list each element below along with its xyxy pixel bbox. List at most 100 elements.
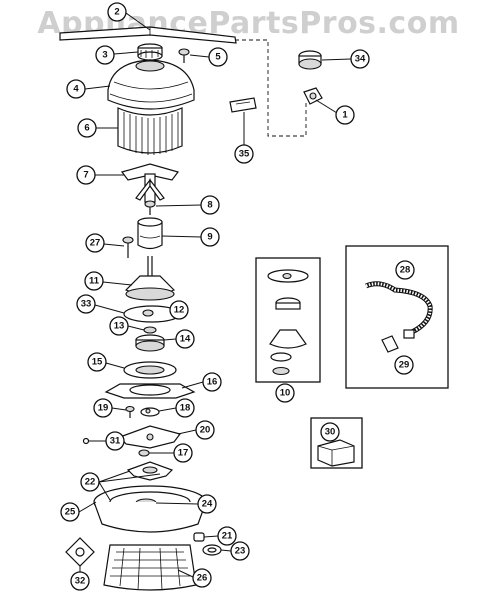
part-spray-arm [59, 26, 237, 44]
callout-label: 4 [73, 84, 79, 95]
kit-10-parts [267, 269, 309, 376]
callout-c18[interactable]: 18 [175, 398, 195, 418]
callout-c22[interactable]: 22 [80, 472, 100, 492]
callout-c15[interactable]: 15 [87, 352, 107, 372]
part-pump-housing [124, 256, 176, 301]
callout-label: 25 [65, 507, 76, 518]
callout-label: 6 [84, 123, 89, 134]
callout-label: 11 [89, 276, 100, 287]
part-screw-19 [125, 405, 135, 418]
part-float-switch-1 [303, 87, 323, 105]
callout-label: 12 [174, 305, 185, 316]
callout-c21[interactable]: 21 [217, 526, 237, 546]
callout-c3[interactable]: 3 [95, 45, 115, 65]
callout-c27[interactable]: 27 [85, 233, 105, 253]
part-filter-screen [117, 107, 183, 155]
callout-c23[interactable]: 23 [230, 541, 250, 561]
part-junction-box [317, 439, 355, 467]
callout-label: 23 [235, 546, 246, 557]
part-gasket-plate [118, 425, 182, 449]
part-motor-base [93, 485, 207, 533]
callout-c16[interactable]: 16 [202, 372, 222, 392]
part-cap-17 [138, 449, 150, 457]
part-bolt [122, 236, 134, 258]
kit-box-30 [310, 417, 363, 469]
callout-c25[interactable]: 25 [60, 502, 80, 522]
callout-c2[interactable]: 2 [107, 2, 127, 22]
part-seal-21 [193, 532, 205, 542]
callout-label: 20 [200, 425, 211, 436]
callout-c11[interactable]: 11 [84, 271, 104, 291]
callout-label: 27 [90, 238, 101, 249]
callout-label: 17 [178, 448, 189, 459]
part-motor [103, 544, 197, 591]
callout-c19[interactable]: 19 [93, 398, 113, 418]
callout-label: 1 [342, 110, 348, 121]
callout-label: 5 [215, 52, 221, 63]
callout-label: 7 [83, 170, 88, 181]
callout-label: 15 [92, 357, 103, 368]
callout-c35[interactable]: 35 [234, 144, 254, 164]
part-cover [107, 59, 195, 110]
part-seal [135, 326, 165, 352]
callout-label: 34 [355, 54, 366, 65]
callout-label: 26 [197, 573, 208, 584]
part-lower-housing [104, 361, 196, 399]
part-nut [137, 43, 163, 61]
callout-c10[interactable]: 10 [275, 383, 295, 403]
callout-c24[interactable]: 24 [197, 494, 217, 514]
callout-label: 10 [280, 388, 291, 399]
callout-c30[interactable]: 30 [320, 422, 340, 442]
callout-c34[interactable]: 34 [350, 49, 370, 69]
part-filter-cartridge [137, 217, 163, 250]
callout-c12[interactable]: 12 [169, 300, 189, 320]
part-gasket-32 [65, 537, 95, 567]
callout-c17[interactable]: 17 [173, 443, 193, 463]
part-screw-5 [178, 48, 190, 63]
part-clip-18 [140, 407, 160, 417]
callout-label: 24 [202, 499, 213, 510]
callout-label: 14 [180, 334, 191, 345]
callout-c28[interactable]: 28 [395, 260, 415, 280]
callout-label: 35 [239, 149, 250, 160]
part-float-34 [298, 50, 322, 70]
callout-c29[interactable]: 29 [394, 355, 414, 375]
callout-label: 21 [222, 531, 233, 542]
part-coupling [126, 461, 174, 481]
callout-c8[interactable]: 8 [200, 195, 220, 215]
callout-c1[interactable]: 1 [335, 105, 355, 125]
part-drawings [59, 26, 449, 591]
callout-label: 32 [75, 576, 86, 587]
callout-label: 3 [102, 50, 107, 61]
kit-box-hose [345, 245, 449, 389]
callout-c31[interactable]: 31 [105, 431, 125, 451]
callout-c9[interactable]: 9 [200, 227, 220, 247]
kit-box-10 [255, 257, 321, 383]
callout-label: 16 [207, 377, 218, 388]
callout-label: 19 [98, 403, 109, 414]
callout-c20[interactable]: 20 [195, 420, 215, 440]
callout-c5[interactable]: 5 [208, 47, 228, 67]
part-drain-hose [365, 281, 433, 353]
callout-label: 18 [180, 403, 191, 414]
callout-label: 29 [399, 360, 410, 371]
callout-label: 13 [114, 321, 125, 332]
callout-c14[interactable]: 14 [175, 329, 195, 349]
part-bracket-35 [229, 97, 257, 113]
part-grommet-23 [202, 544, 222, 556]
callout-c33[interactable]: 33 [76, 294, 96, 314]
callout-label: 31 [110, 436, 121, 447]
callout-c13[interactable]: 13 [109, 316, 129, 336]
part-ball-31 [82, 437, 90, 445]
part-impeller [120, 163, 180, 203]
callout-c6[interactable]: 6 [77, 118, 97, 138]
leader-lines [78, 12, 352, 578]
callout-label: 22 [85, 477, 96, 488]
callout-c26[interactable]: 26 [192, 568, 212, 588]
callout-c32[interactable]: 32 [70, 571, 90, 591]
part-screw-8 [144, 200, 156, 215]
callout-label: 2 [114, 7, 119, 18]
callout-c4[interactable]: 4 [66, 79, 86, 99]
callout-c7[interactable]: 7 [76, 165, 96, 185]
